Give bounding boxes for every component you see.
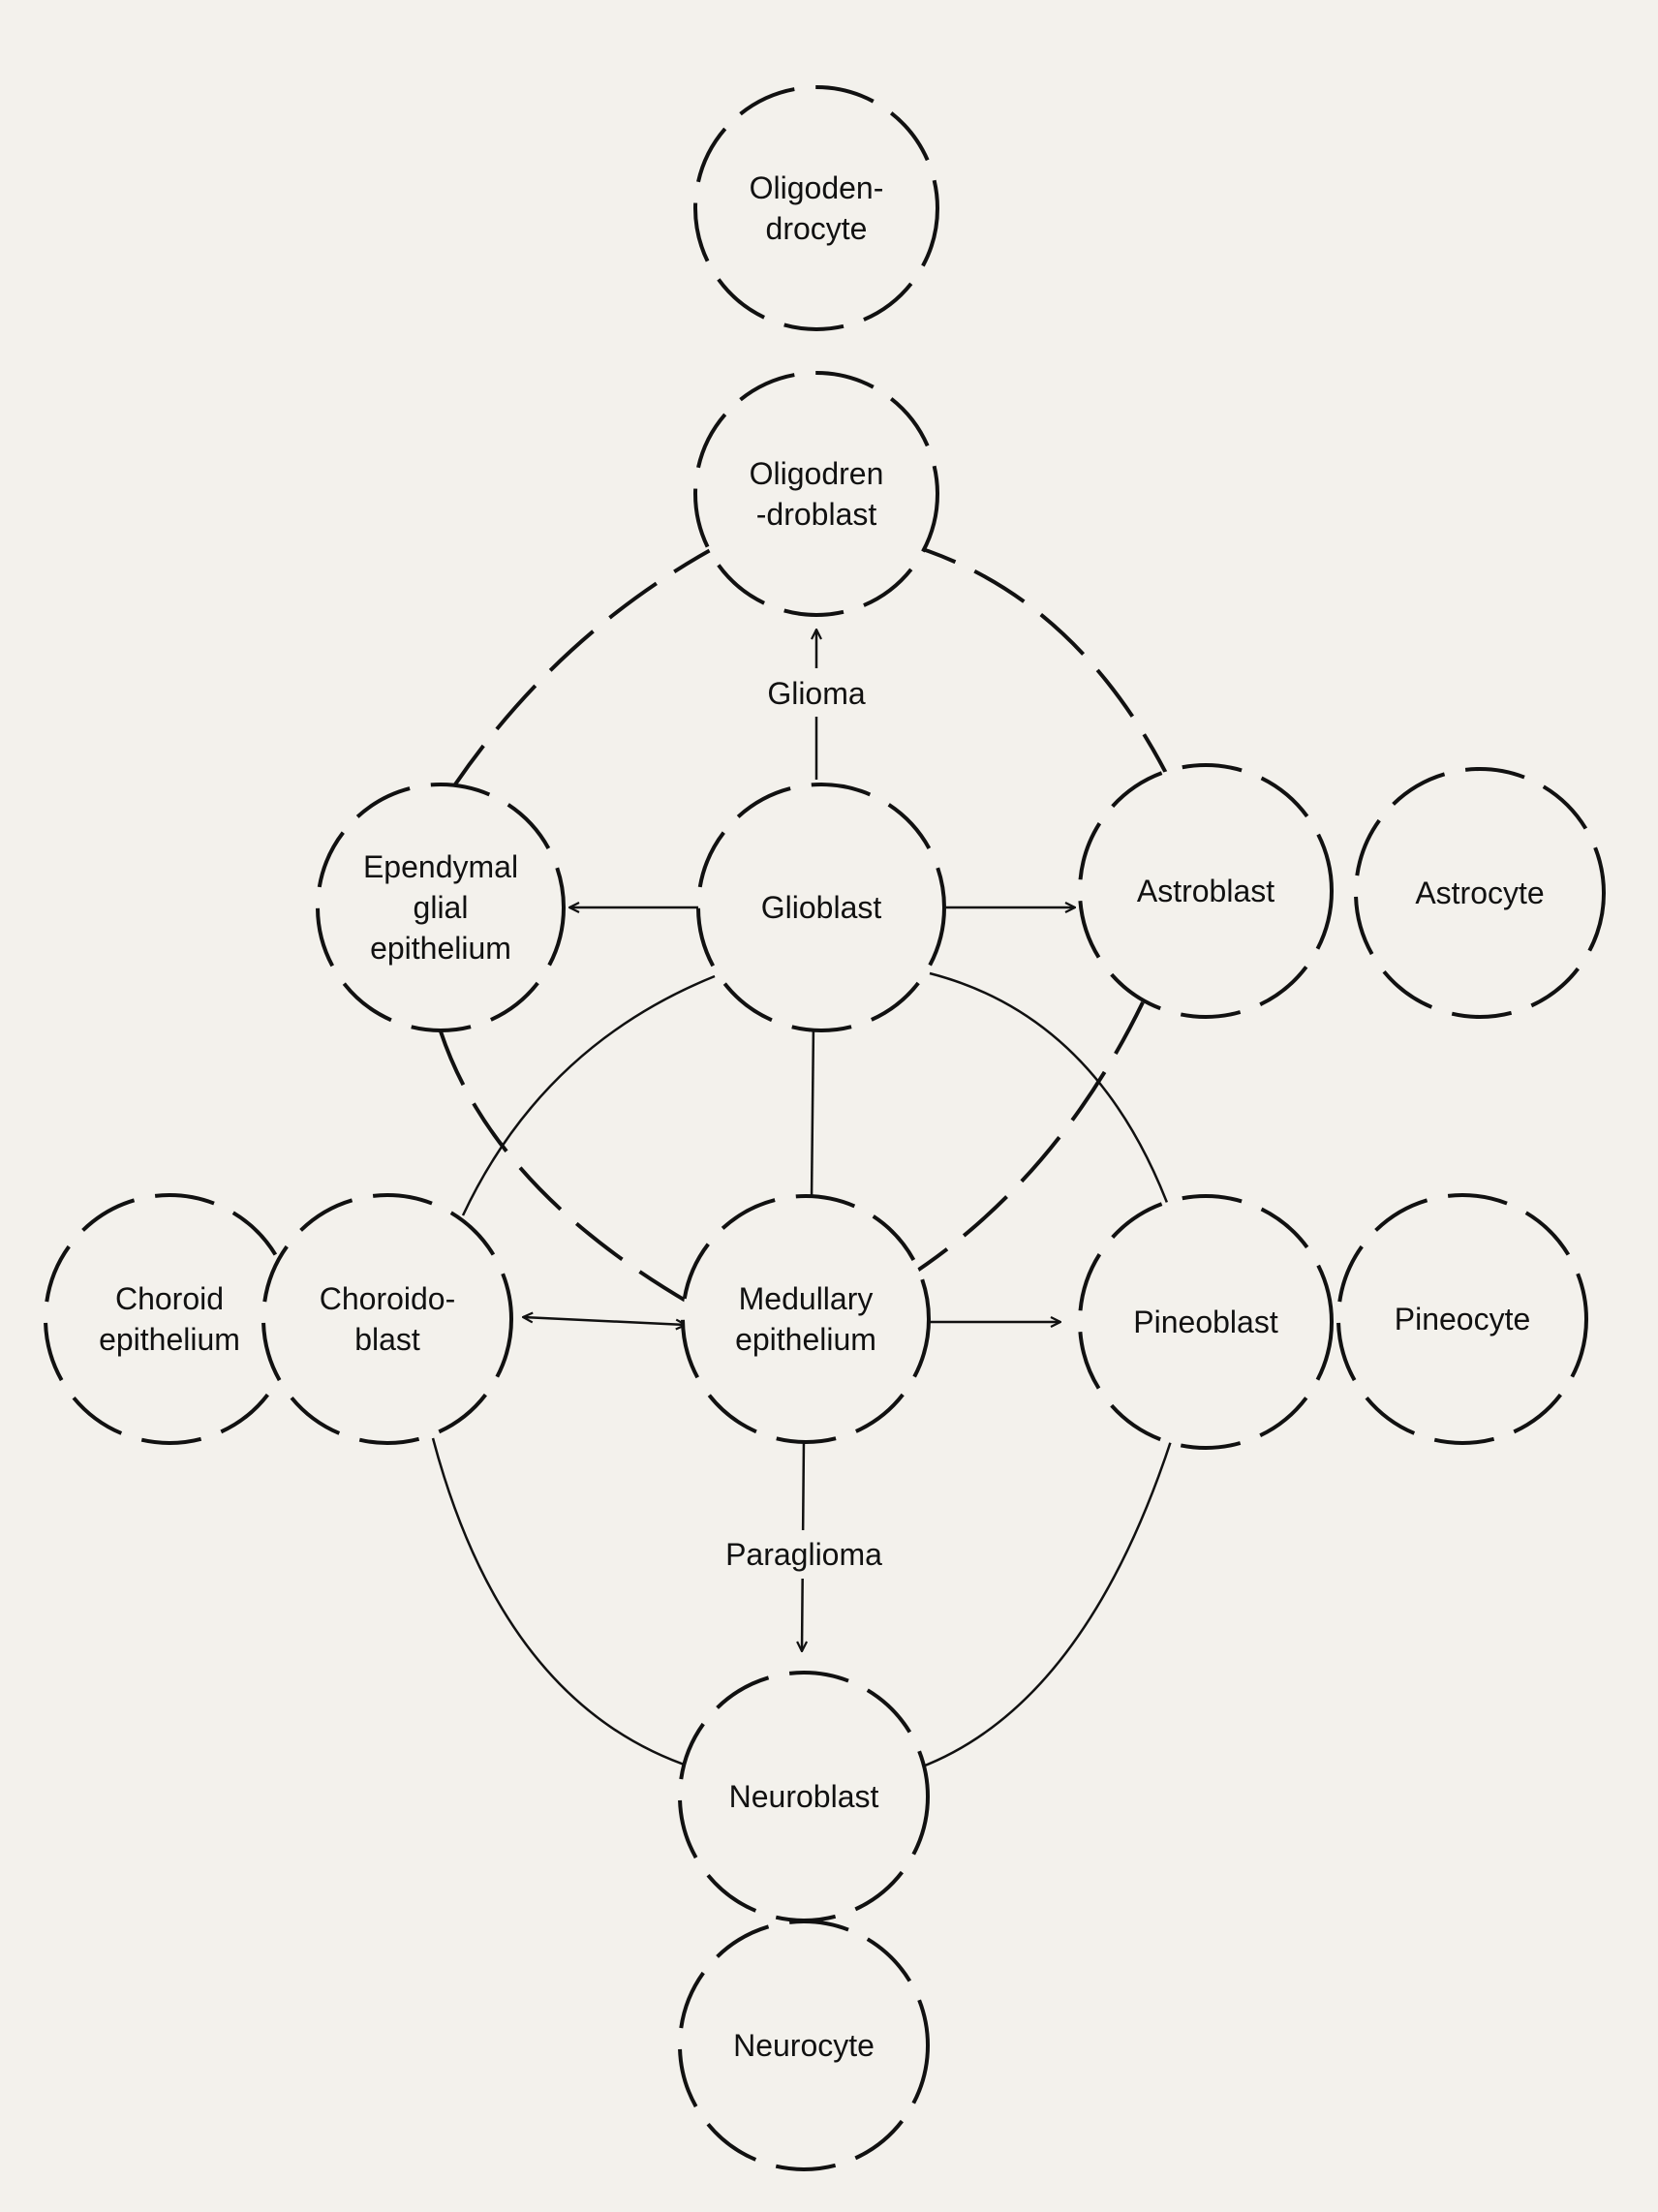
curve-pineoblast-neuroblast <box>919 1437 1174 1769</box>
svg-text:Glioblast: Glioblast <box>761 890 882 925</box>
svg-text:Pineoblast: Pineoblast <box>1133 1305 1278 1339</box>
curve-choroidoblast-neuroblast <box>431 1437 693 1769</box>
node-choroid-epithelium: Choroid epithelium <box>44 1193 295 1445</box>
dashed-edge-oligodendroblast-astroblast <box>900 540 1174 785</box>
node-oligodendrocyte: Oligoden-drocyte <box>693 85 939 331</box>
arrow-medullary-to-glioblast <box>812 1022 814 1202</box>
node-label-line: glial <box>414 890 469 925</box>
dashed-edge-astroblast-medullary <box>904 1001 1145 1280</box>
curve-glioblast-choroidoblast <box>461 974 716 1216</box>
node-choroidoblast: Choroido-blast <box>261 1193 513 1445</box>
node-astrocyte: Astrocyte <box>1354 767 1606 1019</box>
node-pineocyte: Pineocyte <box>1336 1193 1588 1445</box>
svg-text:Neurocyte: Neurocyte <box>733 2028 875 2063</box>
node-label-line: Neuroblast <box>729 1779 879 1814</box>
node-neuroblast: Neuroblast <box>678 1671 930 1922</box>
node-label-line: Oligoden- <box>750 170 884 205</box>
node-neurocyte: Neurocyte <box>678 1920 930 2171</box>
dashed-edge-oligodendroblast-ependymal <box>453 540 725 786</box>
node-label-line: epithelium <box>735 1322 876 1357</box>
node-label-line: -droblast <box>756 497 877 532</box>
svg-text:Astrocyte: Astrocyte <box>1415 876 1544 910</box>
node-label-line: Ependymal <box>363 849 518 884</box>
node-label-line: Medullary <box>739 1281 874 1316</box>
edge-label-paraglioma: Paraglioma <box>725 1537 882 1572</box>
dashed-edge-ependymal-medullary <box>439 1030 698 1309</box>
node-label-line: Astroblast <box>1137 874 1274 908</box>
node-astroblast: Astroblast <box>1078 763 1334 1019</box>
node-pineoblast: Pineoblast <box>1078 1194 1334 1450</box>
svg-text:Choroido-blast: Choroido-blast <box>320 1281 456 1357</box>
edge-label-glioma: Glioma <box>767 676 866 711</box>
node-label-line: Choroid <box>115 1281 224 1316</box>
svg-text:Astroblast: Astroblast <box>1137 874 1274 908</box>
node-label-line: Pineoblast <box>1133 1305 1278 1339</box>
node-glioblast: Glioblast <box>696 783 946 1032</box>
arrow-medullary-choroidoblast <box>523 1317 686 1325</box>
svg-text:Oligodren-droblast: Oligodren -droblast <box>750 456 884 532</box>
node-label-line: drocyte <box>766 211 868 246</box>
node-label-line: Pineocyte <box>1395 1302 1531 1336</box>
svg-text:Oligoden-drocyte: Oligoden-drocyte <box>750 170 884 246</box>
svg-text:Neuroblast: Neuroblast <box>729 1779 879 1814</box>
node-label-line: Choroido- <box>320 1281 456 1316</box>
node-label-line: epithelium <box>370 931 511 966</box>
node-medullary-epithelium: Medullary epithelium <box>681 1194 931 1444</box>
node-label-line: Neurocyte <box>733 2028 875 2063</box>
curve-glioblast-pineoblast <box>929 971 1174 1216</box>
node-label-line: Astrocyte <box>1415 876 1544 910</box>
node-label-line: Oligodren <box>750 456 884 491</box>
svg-text:Pineocyte: Pineocyte <box>1395 1302 1531 1336</box>
node-ependymal-glial-epithelium: Ependymal glial epithelium <box>316 783 566 1032</box>
node-oligodendroblast: Oligodren -droblast <box>693 371 939 617</box>
node-label-line: epithelium <box>99 1322 240 1357</box>
node-label-line: Glioblast <box>761 890 882 925</box>
node-label-line: blast <box>354 1322 420 1357</box>
